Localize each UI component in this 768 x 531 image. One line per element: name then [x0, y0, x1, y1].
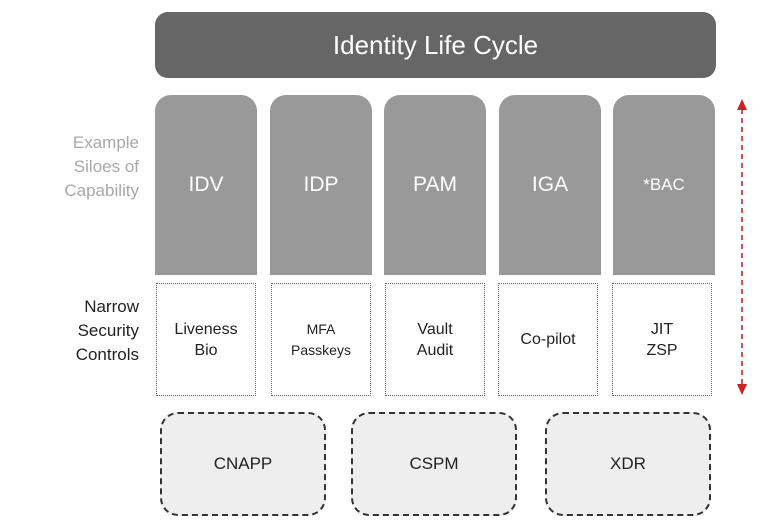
silos-row-label-line: Capability — [64, 181, 139, 200]
silo-iga: IGA — [499, 95, 601, 275]
silos-row-label: Example Siloes of Capability — [30, 131, 139, 203]
platform-cnapp: CNAPP — [160, 412, 326, 516]
control-item: MFA — [306, 320, 336, 337]
control-box-idp: MFA Passkeys — [271, 283, 371, 396]
silo-idp: IDP — [270, 95, 372, 275]
control-item: Co-pilot — [520, 331, 576, 348]
platform-cspm: CSPM — [351, 412, 517, 516]
lifecycle-title: Identity Life Cycle — [155, 12, 716, 78]
control-box-pam: Vault Audit — [385, 283, 485, 396]
control-item: Liveness — [174, 320, 238, 338]
controls-row-label-line: Controls — [75, 345, 139, 364]
controls-row-label-line: Security — [77, 321, 139, 340]
silo-idv: IDV — [155, 95, 257, 275]
silo-bac: *BAC — [613, 95, 715, 275]
control-box-bac: JIT ZSP — [612, 283, 712, 396]
control-item: Bio — [194, 341, 218, 359]
silos-row-label-line: Example — [72, 133, 139, 152]
control-item: ZSP — [646, 341, 678, 359]
control-box-iga: Co-pilot — [498, 283, 598, 396]
vertical-range-arrow-icon — [737, 99, 747, 395]
control-item: JIT — [650, 320, 674, 338]
controls-row-label: Narrow Security Controls — [30, 295, 139, 367]
control-box-idv: Liveness Bio — [156, 283, 256, 396]
control-item: Passkeys — [291, 341, 351, 358]
control-item: Vault — [417, 320, 453, 338]
controls-row-label-line: Narrow — [84, 297, 139, 316]
silos-row-label-line: Siloes of — [73, 157, 139, 176]
silo-pam: PAM — [384, 95, 486, 275]
control-item: Audit — [416, 341, 454, 359]
platform-xdr: XDR — [545, 412, 711, 516]
